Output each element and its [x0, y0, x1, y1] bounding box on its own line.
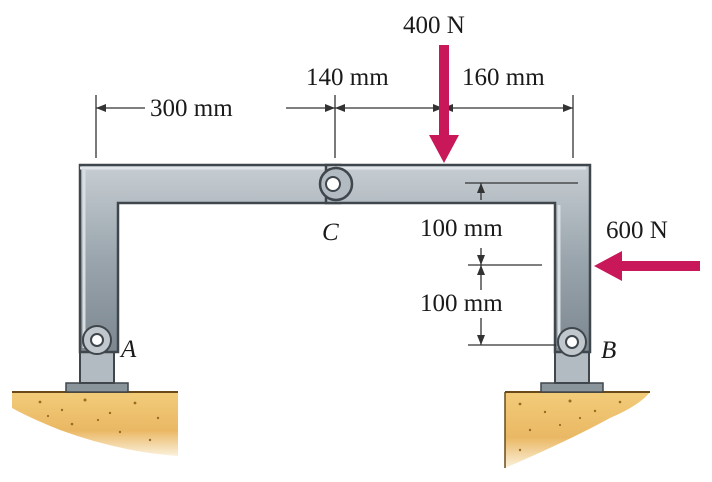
dimension-vertical-arrowheads — [477, 183, 485, 345]
force-arrow-600N — [594, 251, 700, 281]
force-arrow-400N — [429, 45, 459, 163]
ground-right — [504, 391, 650, 468]
dimension-label-300mm: 300 mm — [150, 95, 233, 122]
base-plate-left — [65, 382, 129, 393]
dimension-label-100mm-upper: 100 mm — [420, 215, 503, 242]
dimension-label-140mm: 140 mm — [306, 64, 389, 91]
pin-B — [557, 327, 587, 357]
base-plate-right — [540, 382, 604, 393]
force-label-400N: 400 N — [403, 12, 465, 39]
dimension-label-160mm: 160 mm — [462, 64, 545, 91]
point-label-A: A — [119, 336, 137, 363]
point-label-C: C — [322, 219, 339, 246]
point-label-B: B — [601, 337, 616, 364]
member-right — [324, 163, 592, 354]
member-left — [78, 163, 342, 354]
dimension-label-100mm-lower: 100 mm — [420, 290, 503, 317]
ground-left — [12, 391, 178, 456]
force-label-600N: 600 N — [606, 217, 668, 244]
pin-A — [82, 325, 112, 355]
hinge-C — [318, 166, 354, 202]
